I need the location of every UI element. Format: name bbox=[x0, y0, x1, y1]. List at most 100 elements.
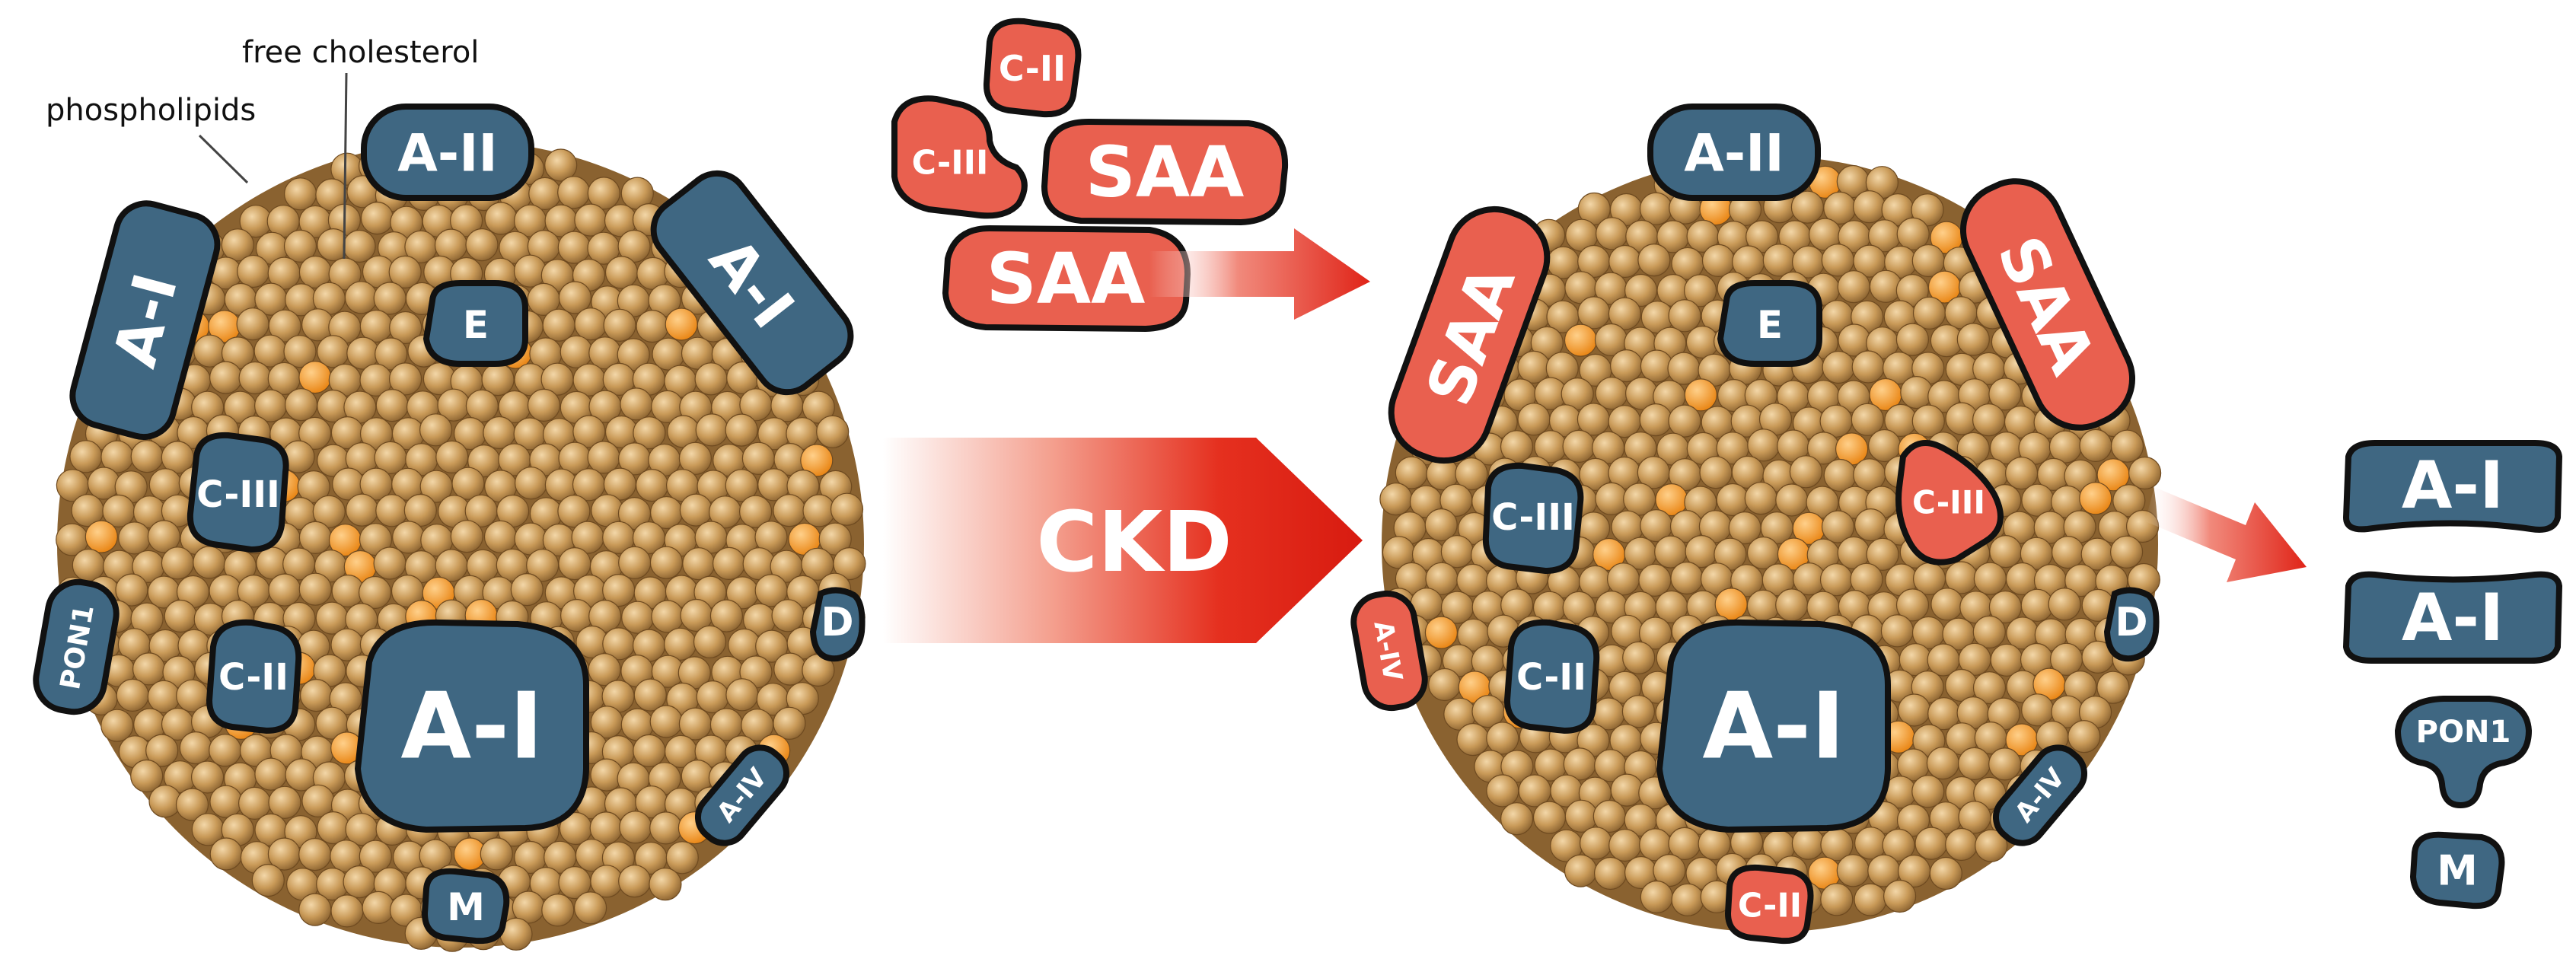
phospholipid-bead bbox=[1775, 483, 1809, 517]
phospholipid-bead bbox=[2067, 720, 2101, 754]
phospholipid-bead bbox=[1744, 482, 1777, 515]
phospholipid-bead bbox=[373, 282, 406, 315]
svg-text:PON1: PON1 bbox=[2416, 715, 2511, 750]
phospholipid-bead bbox=[1486, 774, 1519, 808]
phospholipid-bead bbox=[284, 177, 317, 211]
phospholipid-bead bbox=[773, 706, 806, 740]
svg-text:C-III: C-III bbox=[196, 473, 280, 516]
svg-text:C-II: C-II bbox=[999, 48, 1066, 89]
apo-a2-left: A-II bbox=[361, 104, 534, 201]
phospholipid-bead bbox=[300, 678, 333, 712]
svg-text:C-II: C-II bbox=[218, 656, 289, 699]
phospholipid-bead bbox=[527, 388, 561, 422]
cholesterol-dot bbox=[298, 361, 332, 394]
phospholipid-bead bbox=[283, 229, 317, 263]
phospholipid-bead bbox=[679, 493, 713, 527]
apo-d-left: D bbox=[809, 587, 866, 662]
phospholipid-bead bbox=[619, 811, 652, 844]
phospholipid-bead bbox=[649, 811, 683, 845]
phospholipid-bead bbox=[2052, 535, 2085, 569]
phospholipid-bead bbox=[465, 389, 499, 422]
cholesterol-dot bbox=[1564, 323, 1598, 357]
released-m: M bbox=[2409, 831, 2505, 910]
phospholipid-bead bbox=[1638, 563, 1672, 597]
phospholipid-bead bbox=[268, 309, 301, 342]
phospholipid-bead bbox=[816, 415, 850, 448]
phospholipid-bead bbox=[1883, 879, 1917, 913]
phospholipid-bead bbox=[1820, 883, 1854, 916]
phospholipid-bead bbox=[483, 520, 518, 553]
phospholipid-bead bbox=[389, 311, 422, 345]
apo-a2-right: A-II bbox=[1647, 104, 1821, 201]
phospholipid-bead bbox=[1945, 827, 1978, 862]
phospholipid-bead bbox=[145, 734, 179, 767]
phospholipid-bead bbox=[1517, 403, 1551, 436]
phospholipid-bead bbox=[1621, 695, 1655, 728]
phospholipid-bead bbox=[465, 228, 499, 262]
phospholipid-bead bbox=[2096, 671, 2130, 704]
apo-a4-right-ckd: A-IV bbox=[1350, 590, 1428, 712]
phospholipid-bead bbox=[191, 390, 225, 424]
phospholipid-bead bbox=[574, 307, 607, 341]
phospholipid-bead bbox=[283, 335, 317, 368]
phospholipid-bead bbox=[725, 413, 758, 447]
phospholipid-bead bbox=[573, 891, 607, 925]
phospholipid-bead bbox=[830, 492, 864, 526]
apo-c2-right: C-II bbox=[1503, 619, 1600, 734]
svg-text:C-III: C-III bbox=[1912, 484, 1985, 521]
released-a1-2: A-I bbox=[2342, 571, 2563, 664]
ckd-hdl-particle: A-II SAA SAA E C-III C-III A-IV C-II bbox=[1350, 104, 2162, 945]
phospholipid-bead bbox=[1428, 667, 1462, 702]
phospholipid-bead bbox=[1610, 349, 1643, 383]
phospholipid-bead bbox=[209, 785, 243, 818]
phospholipid-bead bbox=[317, 811, 350, 845]
phospholipid-bead bbox=[1637, 244, 1671, 277]
phospholipid-bead bbox=[1806, 486, 1839, 519]
normal-hdl-particle: A-II A-I A-I E C-III PON1 C-II A-I bbox=[33, 104, 866, 952]
phospholipid-bead bbox=[633, 416, 666, 450]
phospholipid-bead bbox=[557, 231, 591, 264]
phospholipid-bead bbox=[2079, 429, 2112, 463]
released-a1-1: A-I bbox=[2342, 440, 2563, 533]
phospholipid-bead bbox=[359, 575, 392, 610]
phospholipid-bead bbox=[130, 759, 164, 793]
phospholipid-bead bbox=[1821, 510, 1855, 543]
phospholipid-bead bbox=[513, 254, 547, 288]
phospholipid-bead bbox=[1911, 775, 1945, 808]
apo-m-left: M bbox=[421, 868, 510, 945]
phospholipid-bead bbox=[693, 625, 727, 658]
pon1-left: PON1 bbox=[33, 578, 120, 715]
phospholipid-bead bbox=[147, 520, 180, 553]
released-proteins: A-I A-I PON1 M bbox=[2342, 440, 2563, 910]
phospholipid-bead bbox=[1989, 534, 2023, 569]
apo-e-left: E bbox=[422, 280, 528, 367]
free-c2-top: C-II bbox=[984, 18, 1082, 118]
phospholipid-bead bbox=[618, 546, 652, 579]
phospholipid-bead bbox=[1580, 827, 1613, 860]
phospholipid-bead bbox=[1640, 880, 1673, 914]
phospholipid-bead bbox=[1671, 883, 1704, 916]
phospholipid-bead bbox=[359, 840, 392, 873]
phospholipid-bead bbox=[541, 894, 575, 927]
phospholipid-bead bbox=[375, 494, 409, 527]
phospholipid-bead bbox=[285, 388, 318, 422]
phospholipid-bead bbox=[375, 388, 409, 422]
svg-text:SAA: SAA bbox=[987, 238, 1146, 320]
phospholipid-bead bbox=[191, 760, 225, 794]
phospholipid-bead bbox=[450, 520, 483, 553]
phospholipid-bead bbox=[544, 148, 578, 182]
phospholipid-bead bbox=[587, 177, 620, 210]
apo-c2-left: C-II bbox=[206, 619, 302, 734]
apo-c2-right-ckd: C-II bbox=[1724, 864, 1814, 945]
phospholipid-bead bbox=[1716, 483, 1749, 517]
phospholipid-bead bbox=[69, 440, 103, 473]
phospholipid-bead bbox=[161, 546, 194, 580]
phospholipid-bead bbox=[1975, 829, 2008, 862]
phospholipid-bead bbox=[771, 599, 805, 632]
apo-a1-left-center: A-I bbox=[354, 619, 589, 833]
phospholipid-bead bbox=[100, 709, 134, 742]
phospholipid-bead bbox=[649, 546, 684, 579]
phospholipid-bead bbox=[1596, 217, 1629, 250]
released-pon1: PON1 bbox=[2394, 696, 2533, 809]
cholesterol-dot bbox=[1684, 378, 1717, 412]
